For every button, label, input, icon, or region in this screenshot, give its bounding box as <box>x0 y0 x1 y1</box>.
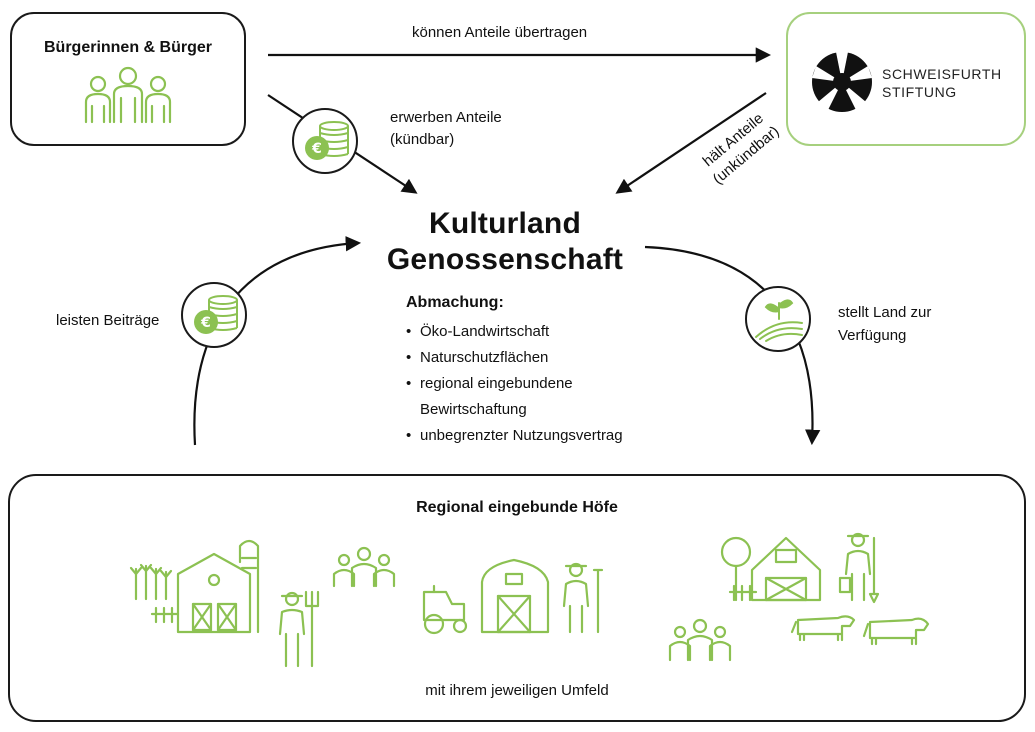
agreement-item: •unbegrenzter Nutzungsvertrag <box>406 427 623 444</box>
cow-icon <box>790 615 856 642</box>
agreement-item: •Naturschutzflächen <box>406 349 549 366</box>
label-acquire-line2: (kündbar) <box>390 131 455 148</box>
agreement-item: •regional eingebundene <box>406 375 573 392</box>
arrow-holds-shares <box>615 92 767 194</box>
agreement-block: Abmachung: •Öko-Landwirtschaft •Natursch… <box>406 293 666 449</box>
coins-euro-icon: € <box>194 295 238 334</box>
foundation-logo-icon <box>812 52 872 112</box>
coins-euro-icon: € <box>305 121 349 160</box>
farm-illustrations <box>129 532 930 668</box>
foundation-name-line2: STIFTUNG <box>882 84 957 100</box>
land-circle <box>745 286 811 352</box>
farmer-icon <box>562 562 604 634</box>
agreement-item: •Öko-Landwirtschaft <box>406 323 550 340</box>
people-group-icon <box>668 618 732 662</box>
label-contributions: leisten Beiträge <box>56 312 160 329</box>
label-land-line1: stellt Land zur <box>838 304 932 321</box>
barn-icon <box>480 558 550 634</box>
farms-box: Regional eingebunde Höfe mit ihrem jewei… <box>8 474 1026 722</box>
barn-icon <box>728 536 822 602</box>
cow-icon <box>862 617 930 646</box>
citizens-label: Bürgerinnen & Bürger <box>43 39 212 56</box>
label-land-line2: Verfügung <box>838 327 907 344</box>
tractor-icon <box>422 584 468 635</box>
agreement-list: •Öko-Landwirtschaft •Naturschutzflächen … <box>406 319 666 449</box>
coins-circle-contributions: € <box>181 282 247 348</box>
label-acquire-line1: erwerben Anteile <box>390 109 502 126</box>
farmer-icon <box>838 532 880 604</box>
people-group-icon <box>84 66 172 124</box>
cooperative-title-line1: Kulturland <box>429 207 581 240</box>
foundation-box: SCHWEISFURTH STIFTUNG <box>786 12 1026 146</box>
farms-caption: mit ihrem jeweiligen Umfeld <box>425 682 609 699</box>
foundation-name-line1: SCHWEISFURTH <box>882 66 1002 82</box>
farms-title: Regional eingebunde Höfe <box>416 499 618 516</box>
coins-circle-acquire: € <box>292 108 358 174</box>
label-transfer-shares: können Anteile übertragen <box>412 24 588 41</box>
agreement-item: Bewirtschaftung <box>420 401 527 418</box>
tree-icon <box>720 536 752 602</box>
farmer-icon <box>278 590 320 668</box>
agreement-heading: Abmachung: <box>406 294 504 311</box>
svg-text:€: € <box>311 141 322 157</box>
sprout-field-icon <box>755 299 803 342</box>
citizens-box: Bürgerinnen & Bürger <box>10 12 246 146</box>
wheat-icon <box>129 563 173 601</box>
barn-icon <box>150 539 260 634</box>
people-group-icon <box>332 546 396 588</box>
cooperative-title-line2: Genossenschaft <box>386 243 624 276</box>
svg-text:€: € <box>200 315 211 331</box>
